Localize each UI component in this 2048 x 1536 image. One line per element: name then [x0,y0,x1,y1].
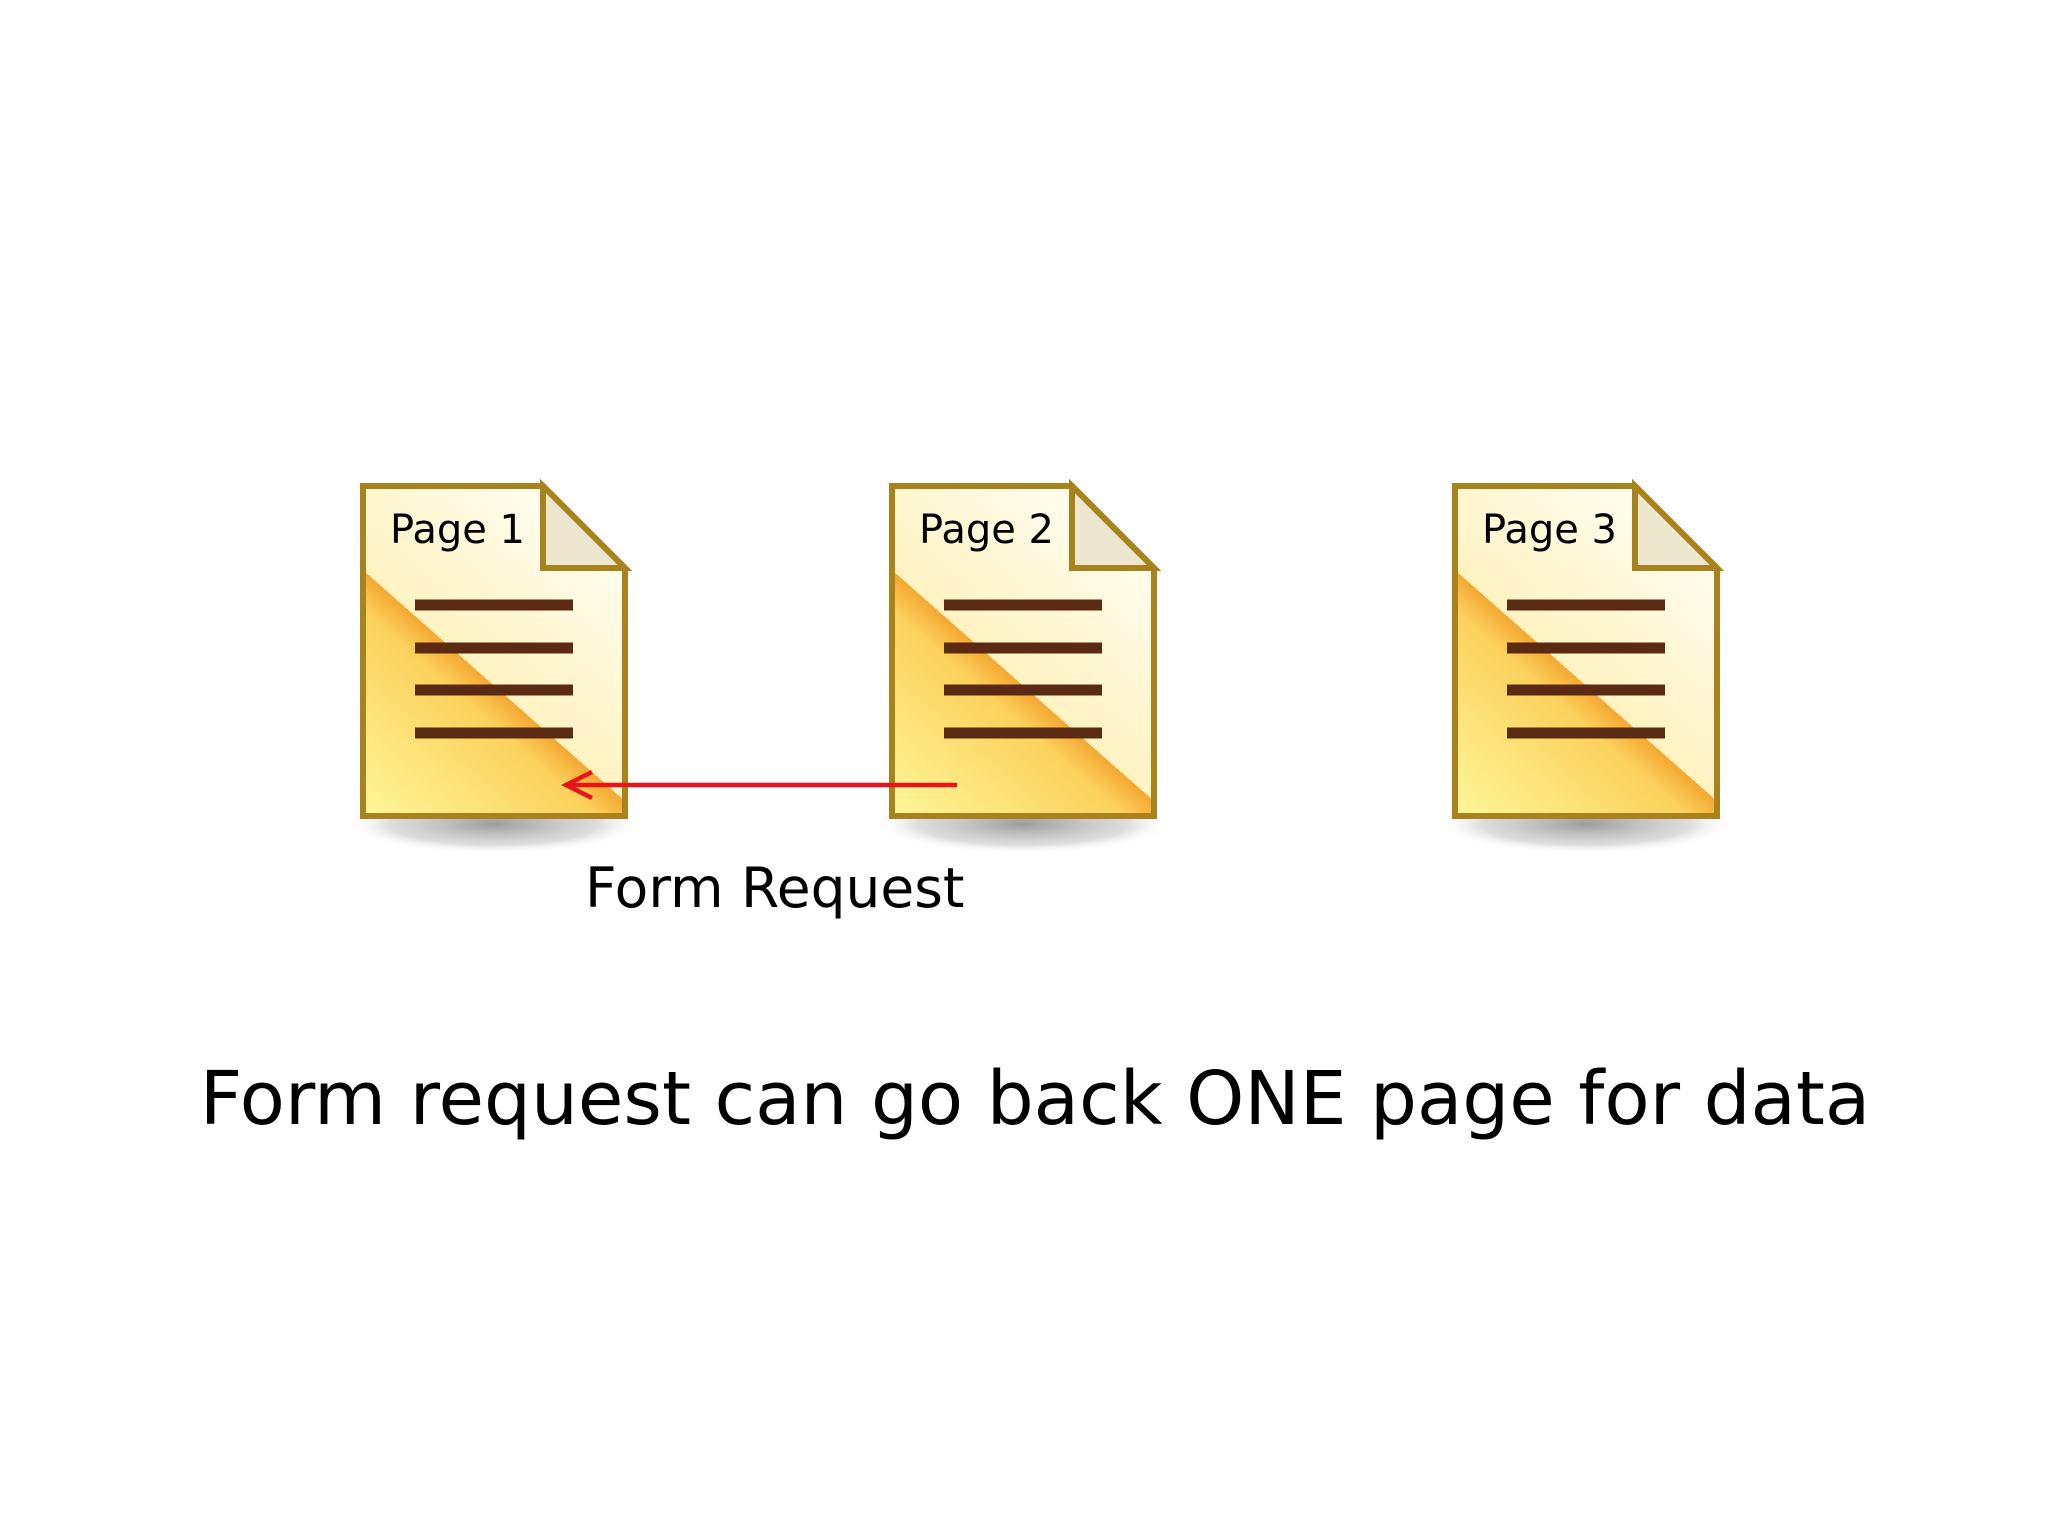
document-icon: Page 1 [344,478,644,854]
document-fold [1069,478,1162,571]
document-lines [1507,599,1665,739]
page-3-label: Page 3 [1482,507,1617,553]
document-icon: Page 2 [873,478,1173,854]
slide-caption: Form request can go back ONE page for da… [200,1056,1871,1142]
form-request-label: Form Request [585,856,964,920]
arrow-head-icon [560,769,594,801]
document-icon: Page 3 [1436,478,1736,854]
page-2-label: Page 2 [919,507,1054,553]
document-fold [1632,478,1725,571]
form-request-arrow [560,769,957,801]
document-lines [415,599,573,739]
document-lines [944,599,1102,739]
document-fold [540,478,633,571]
page-1-label: Page 1 [390,507,525,553]
